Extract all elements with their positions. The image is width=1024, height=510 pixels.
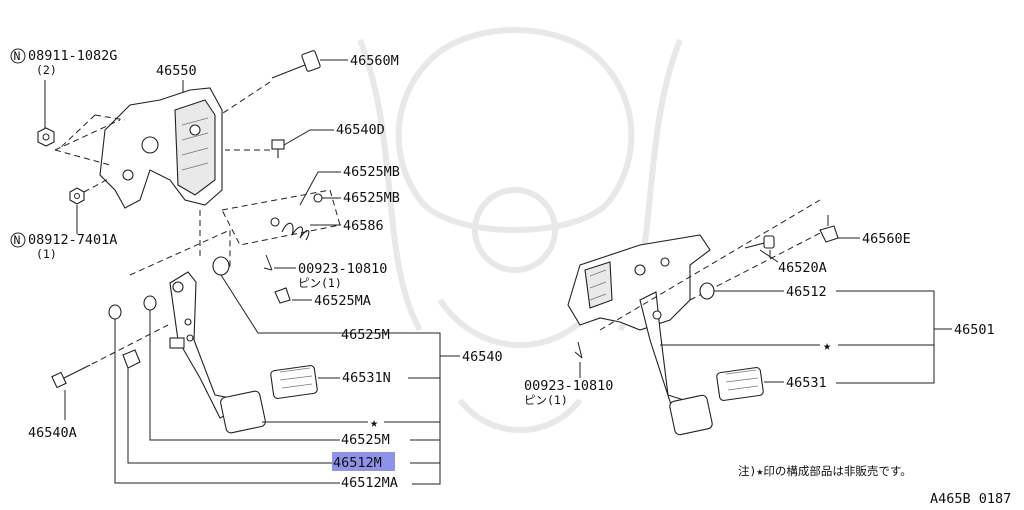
pedal-brake [639,291,713,436]
label-46512MA: 46512MA [341,475,398,491]
star-marker-right: ★ [823,338,831,354]
star-marker-left: ★ [370,415,378,431]
label-46512M: 46512M [333,455,382,471]
pad-46531N [270,365,318,399]
label-46525M-1: 46525M [341,327,390,343]
label-08911-qty: (2) [36,63,57,77]
label-46531N: 46531N [342,370,391,386]
label-46512: 46512 [786,284,827,300]
label-46520A: 46520A [778,260,827,276]
label-08912-7401A: 08912-7401A [28,232,117,248]
bracket-46550 [99,87,223,209]
note-not-for-sale: 注)★印の構成部品は非販売です。 [738,464,912,478]
bracket-brake [567,234,711,331]
bushing-46525MB [313,193,323,203]
n-mark-2: N [10,232,26,248]
clip-46560E [819,215,839,243]
label-46586: 46586 [343,218,384,234]
label-pin-a: ピン(1) [298,276,342,290]
n-mark-1: N [10,48,26,64]
label-46540D: 46540D [336,122,385,138]
bolt-46540A [51,364,91,389]
label-46525MB-2: 46525MB [343,190,400,206]
label-46525M-2: 46525M [341,432,390,448]
bushing-46512 [699,282,715,300]
label-00923-10810-a: 00923-10810 [298,261,387,277]
figure-code: A465B 0187 [930,491,1011,507]
svg-text:N: N [14,233,21,247]
bushing-left-2 [143,295,157,311]
svg-text:N: N [14,49,21,63]
label-pin-b: ピン(1) [524,393,568,407]
label-08911-1082G: 08911-1082G [28,48,117,64]
bushing-left-3 [108,304,122,320]
label-46501: 46501 [954,322,995,338]
clip-left [122,349,141,369]
bolt-46520A [744,235,775,249]
bolt-46540D [271,139,285,158]
label-46560M: 46560M [350,53,399,69]
nut-08912 [69,187,85,205]
label-46540: 46540 [462,349,503,365]
label-46550: 46550 [156,63,197,79]
bolt-46560M [271,50,321,79]
label-46525MA: 46525MA [314,293,371,309]
nut-08911 [37,127,55,147]
label-46540A: 46540A [28,425,77,441]
label-46560E: 46560E [862,231,911,247]
label-00923-10810-b: 00923-10810 [524,378,613,394]
label-46525MB-1: 46525MB [343,164,400,180]
label-08912-qty: (1) [36,247,57,261]
watermark-emblem [357,27,683,433]
bushing-left-1 [212,256,230,276]
pedal-46540 [169,271,266,434]
spring-46586 [270,217,310,241]
highlight-46512M [332,452,395,471]
clip-46525MA [274,287,291,304]
pad-46531 [716,367,764,401]
label-46531: 46531 [786,375,827,391]
